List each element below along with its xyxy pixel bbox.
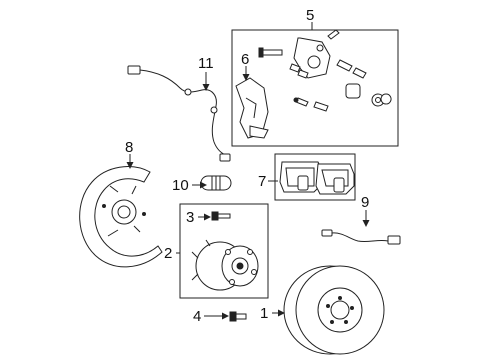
callout-6: 6 <box>241 51 249 68</box>
hub-bolt <box>211 211 231 221</box>
callout-10: 10 <box>172 177 189 194</box>
callout-3: 3 <box>186 209 194 226</box>
brake-hose <box>321 229 401 245</box>
callout-1: 1 <box>260 305 268 322</box>
speed-sensor-harness <box>127 65 231 162</box>
callout-4: 4 <box>193 308 201 325</box>
dust-shield <box>79 166 163 268</box>
pad-kit-box <box>274 153 356 201</box>
caliper-assembly <box>258 29 392 112</box>
callout-7: 7 <box>258 173 266 190</box>
callout-2: 2 <box>164 245 172 262</box>
callout-9: 9 <box>361 194 369 211</box>
caliper-kit-box <box>231 29 399 147</box>
brake-rotor <box>283 265 385 355</box>
rotor-bolt <box>229 311 247 322</box>
hub-kit-box <box>179 203 269 299</box>
grommet <box>200 175 232 191</box>
hub-bearing <box>191 239 259 291</box>
callout-5: 5 <box>306 7 314 24</box>
callout-8: 8 <box>125 139 133 156</box>
caliper-bracket <box>235 77 269 139</box>
brake-pads <box>279 161 355 195</box>
callout-11: 11 <box>198 55 214 72</box>
